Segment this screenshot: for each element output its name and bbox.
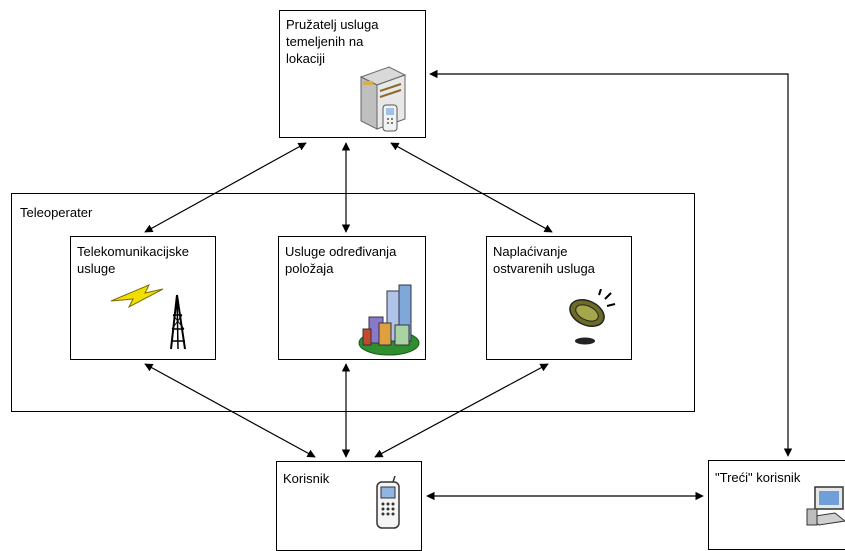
edge-provider-billing <box>390 142 553 233</box>
telecom-label: Telekomunikacijske usluge <box>77 244 189 276</box>
teleoperator-label: Teleoperater <box>20 205 93 220</box>
diagram-canvas: Teleoperater Pružatelj usluga temeljenih… <box>11 10 845 551</box>
provider-node: Pružatelj usluga temeljenih na lokaciji <box>279 10 426 138</box>
radio-tower-icon <box>110 284 186 350</box>
edge-telecom-user <box>144 363 316 458</box>
user-label: Korisnik <box>283 471 330 486</box>
connector-layer <box>144 69 793 501</box>
third-party-label: "Treći" korisnik <box>715 470 801 485</box>
edge-billing-user <box>374 363 549 458</box>
city-buildings-icon <box>358 284 420 356</box>
server-with-phone-icon <box>359 66 407 132</box>
provider-label: Pružatelj usluga temeljenih na lokaciji <box>286 17 379 66</box>
edge-provider-telecom <box>144 142 307 233</box>
positioning-node: Usluge određivanja položaja <box>278 236 426 360</box>
computer-icon <box>806 486 845 526</box>
edge-provider-third-party <box>429 69 793 457</box>
mobile-phone-icon <box>376 476 400 529</box>
positioning-label: Usluge određivanja položaja <box>285 244 397 276</box>
telecom-node: Telekomunikacijske usluge <box>70 236 216 360</box>
